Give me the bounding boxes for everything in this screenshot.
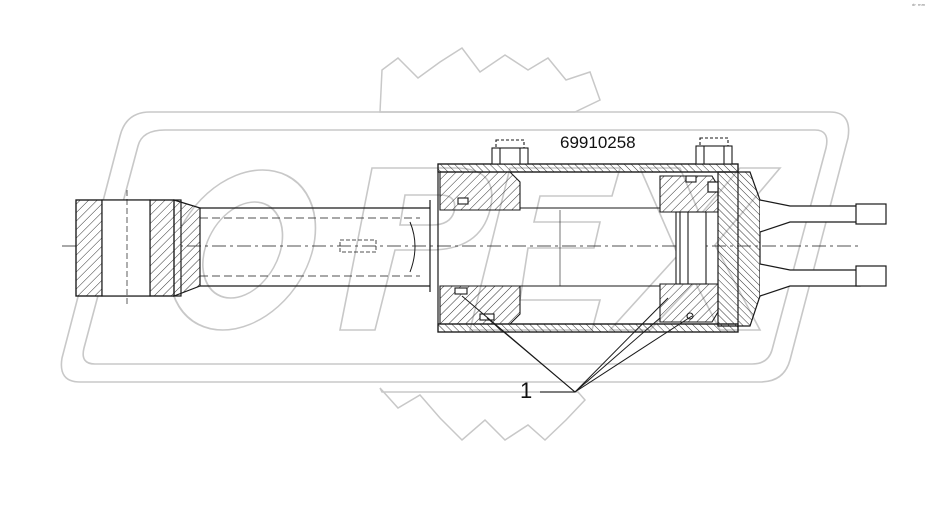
rod-eye	[75, 190, 201, 306]
hydraulic-ports	[491, 137, 733, 165]
watermark-gear-icon	[379, 46, 601, 442]
end-cap	[707, 171, 887, 327]
gland	[439, 171, 521, 325]
callout-leaders	[461, 295, 693, 393]
callout-number-label: 1	[520, 378, 533, 403]
cylinder-barrel	[437, 163, 739, 333]
corner-mark: ᵈʳ ᵐᵐ	[912, 3, 926, 10]
inner-rod	[520, 207, 660, 287]
part-number-label: 69910258	[560, 133, 636, 152]
piston-rod	[200, 200, 431, 292]
piston	[659, 175, 719, 323]
